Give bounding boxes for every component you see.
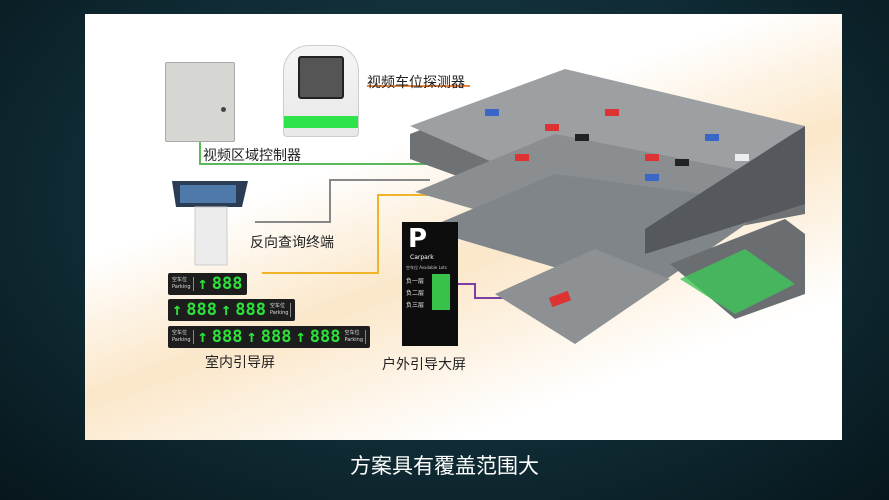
detector-label: 视频车位探测器	[367, 75, 465, 91]
video-parking-detector-device	[283, 45, 359, 137]
outdoor-guidance-sign: P Carpark 空车位 Available Lots 负一层 负二层 负三层	[402, 222, 458, 346]
kiosk-line	[255, 179, 430, 223]
video-area-controller-device	[165, 62, 235, 142]
kiosk-label: 反向查询终端	[250, 235, 334, 251]
controller-line	[199, 142, 430, 165]
query-kiosk-device	[172, 181, 248, 266]
video-subtitle: 方案具有覆盖范围大	[350, 454, 539, 478]
parking-structure-illustration	[199, 69, 805, 344]
indoor-screen-label: 室内引导屏	[205, 355, 275, 371]
controller-label: 视频区域控制器	[203, 148, 301, 164]
outdoor-screen-label: 户外引导大屏	[382, 357, 466, 373]
outdoor-line	[458, 283, 510, 299]
